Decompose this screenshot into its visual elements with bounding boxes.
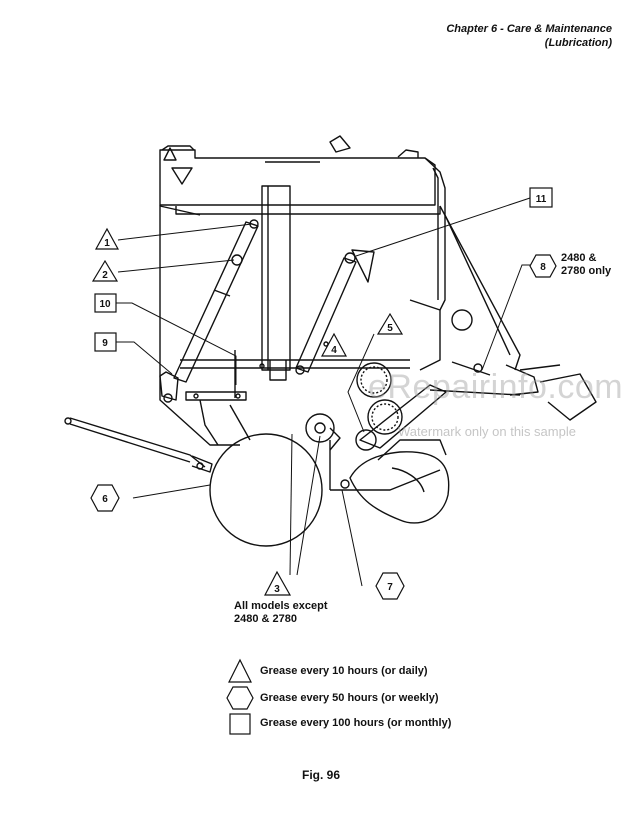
chapter-subtitle: (Lubrication) (544, 37, 612, 49)
chapter-title: Chapter 6 - Care & Maintenance (446, 23, 612, 35)
callout-1-triangle-icon (94, 227, 120, 250)
models-note-line1: 2480 & (561, 252, 597, 264)
callout-10-square-icon (94, 293, 117, 313)
callout-4-number: 4 (331, 345, 337, 356)
legend-label-10-hours: Grease every 10 hours (or daily) (260, 665, 428, 677)
callout-3-triangle-icon (264, 570, 292, 596)
callout-11-number: 11 (536, 194, 547, 205)
watermark: eRepairinfo.com (368, 368, 624, 406)
legend-shapes (226, 658, 254, 735)
legend-label-100-hours: Grease every 100 hours (or monthly) (260, 717, 452, 729)
callout-4-triangle-icon (320, 332, 348, 357)
callout-10-number: 10 (99, 299, 111, 310)
models-2480-2780-note: 2480 & 2780 only (561, 252, 611, 278)
callout-8-hexagon-icon (529, 254, 557, 278)
callout-5-number: 5 (387, 323, 393, 334)
callout-9-number: 9 (102, 338, 108, 349)
baler-drawing (64, 135, 597, 547)
callout-1-number: 1 (104, 238, 110, 249)
leader-lines (116, 197, 556, 587)
callout-6-number: 6 (102, 494, 108, 505)
callout-3-number: 3 (274, 584, 280, 595)
models-note-line2: 2780 only (561, 265, 612, 277)
callout-7-hexagon-icon (375, 572, 405, 600)
callout-9-square-icon (94, 332, 117, 352)
legend-triangle-icon (228, 658, 252, 683)
legend-square-icon (229, 713, 251, 735)
callout-11-square-icon (529, 187, 553, 208)
callout-2-number: 2 (102, 270, 108, 281)
callout-5-triangle-icon (376, 312, 404, 335)
callout-2-triangle-icon (91, 259, 119, 282)
all-except-line1: All models except (234, 600, 328, 612)
chapter-header: Chapter 6 - Care & Maintenance (Lubricat… (446, 22, 612, 50)
all-models-except-note: All models except 2480 & 2780 (234, 600, 328, 626)
callout-7-number: 7 (387, 582, 393, 593)
callout-8-number: 8 (540, 262, 546, 273)
legend-hexagon-icon (226, 686, 254, 710)
callout-shapes (90, 187, 557, 600)
figure-caption: Fig. 96 (301, 768, 340, 782)
all-except-line2: 2480 & 2780 (234, 613, 297, 625)
legend-label-50-hours: Grease every 50 hours (or weekly) (260, 692, 439, 704)
callout-6-hexagon-icon (90, 484, 120, 512)
watermark-note: Watermark only on this sample (398, 424, 576, 439)
